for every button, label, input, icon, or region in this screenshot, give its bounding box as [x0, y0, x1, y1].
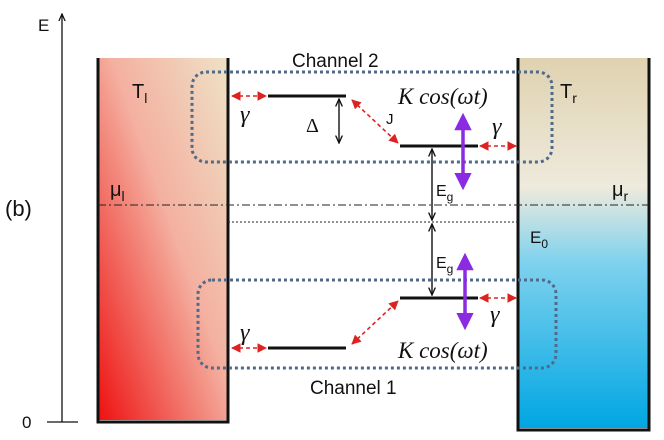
gamma-c2-right: γ: [492, 114, 502, 140]
left-reservoir: Tl μl: [96, 58, 230, 424]
channel-2-label: Channel 2: [292, 51, 379, 72]
channel-2-box: [190, 70, 554, 164]
gamma-c1-left: γ: [240, 320, 250, 346]
gap-label-upper: Eg: [436, 183, 453, 204]
energy-axis: E 0: [22, 14, 78, 432]
axis-label-e: E: [38, 16, 49, 35]
right-temperature-label: Tr: [560, 81, 577, 106]
gamma-c1-right: γ: [490, 302, 500, 328]
left-temperature-label: Tl: [132, 81, 147, 106]
drive-label-upper: K cos(ωt): [397, 84, 488, 109]
delta-label: Δ: [306, 115, 319, 137]
e0-label: E0: [530, 228, 548, 251]
channel-1-label: Channel 1: [310, 378, 397, 399]
coupling-j-label: J: [386, 111, 394, 128]
axis-label-zero: 0: [22, 413, 31, 432]
left-chemical-potential-label: μl: [110, 179, 125, 204]
right-chemical-potential-label: μr: [612, 179, 629, 204]
tunnel-arrow-c1-middle: [351, 300, 399, 345]
tunneling-arrows: [231, 91, 517, 353]
channel-1-box: [196, 278, 558, 370]
gap-label-lower: Eg: [436, 255, 453, 276]
tunnel-arrow-c2-middle: [351, 99, 399, 144]
gamma-c2-left: γ: [240, 102, 250, 128]
panel-label: (b): [5, 196, 32, 221]
drive-label-lower: K cos(ωt): [397, 338, 488, 363]
right-reservoir: Tr μr E0: [516, 58, 651, 432]
